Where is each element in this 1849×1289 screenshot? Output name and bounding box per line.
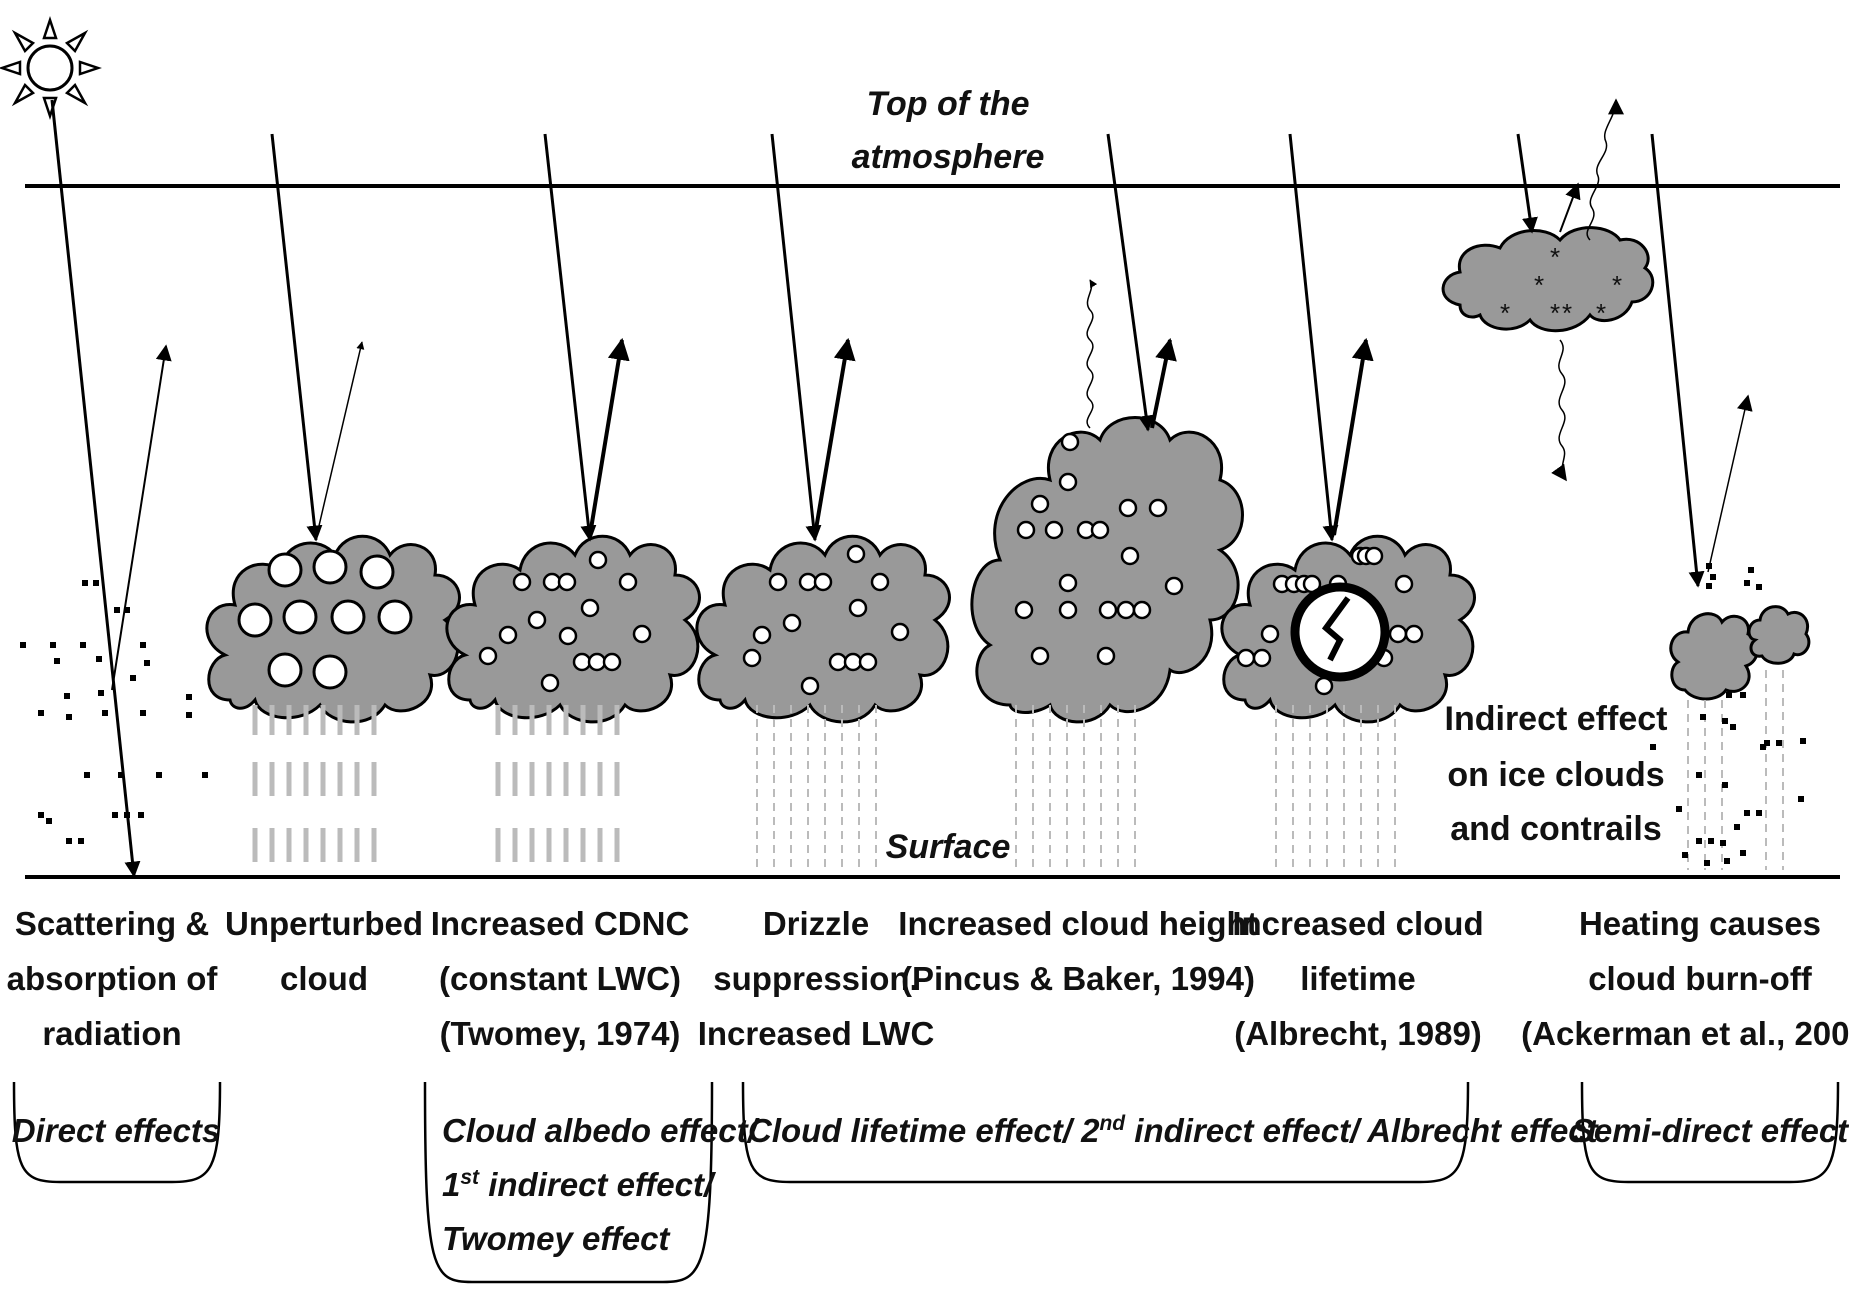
caption-cdnc-2: (constant LWC) xyxy=(439,960,681,997)
caption-scattering-2: absorption of xyxy=(7,960,219,997)
caption-heating-3: (Ackerman et al., 2000) xyxy=(1521,1015,1849,1052)
thermal-emission-down-ice xyxy=(1559,340,1566,480)
effect-albedo-3: Twomey effect xyxy=(442,1220,671,1257)
thermal-emission-up-ice xyxy=(1587,100,1616,240)
sunlight-ray-burn-off xyxy=(1652,134,1698,586)
reflected-ray-height xyxy=(1152,340,1170,428)
caption-height-1: Increased cloud height xyxy=(898,905,1257,942)
cloud-increased-lifetime xyxy=(1222,536,1475,870)
svg-text:*: * xyxy=(1534,270,1544,300)
caption-scattering-1: Scattering & xyxy=(15,905,209,942)
reflected-ray-drizzle xyxy=(815,340,848,535)
svg-text:*: * xyxy=(1612,270,1622,300)
cloud-increased-cdnc xyxy=(447,536,700,862)
clock-icon xyxy=(1295,587,1385,677)
toa-label-line2: atmosphere xyxy=(852,138,1045,176)
caption-unperturbed-1: Unperturbed xyxy=(225,905,423,942)
ice-note-line1: Indirect effect xyxy=(1445,700,1668,738)
caption-heating-2: cloud burn-off xyxy=(1588,960,1813,997)
caption-cdnc-1: Increased CDNC xyxy=(431,905,690,942)
reflected-ray-unperturbed xyxy=(318,342,362,530)
cloud-increased-height xyxy=(972,418,1243,871)
superscript-nd: nd xyxy=(1099,1112,1126,1135)
caption-drizzle-2: suppression. xyxy=(713,960,918,997)
caption-unperturbed-2: cloud xyxy=(280,960,368,997)
effect-albedo-2: 1st indirect effect/ xyxy=(442,1166,717,1203)
ice-cloud: * * * * * * * xyxy=(1443,228,1653,331)
sunlight-ray-ice xyxy=(1518,134,1532,232)
aerosol-particles-direct xyxy=(20,580,208,844)
sunlight-ray-height xyxy=(1108,134,1148,430)
sunlight-ray-drizzle xyxy=(772,134,815,540)
caption-cdnc-3: (Twomey, 1974) xyxy=(440,1015,681,1052)
ice-note-line3: and contrails xyxy=(1450,810,1662,848)
superscript-st: st xyxy=(460,1166,480,1189)
effect-semidirect: Semi-direct effect xyxy=(1572,1112,1849,1149)
svg-text:*: * xyxy=(1550,242,1560,272)
caption-drizzle-1: Drizzle xyxy=(763,905,869,942)
thermal-emission-wavy-arrow-height xyxy=(1087,280,1093,428)
caption-lifetime-2: lifetime xyxy=(1300,960,1416,997)
effect-direct: Direct effects xyxy=(12,1112,221,1149)
svg-text:*: * xyxy=(1596,298,1606,328)
surface-label: Surface xyxy=(886,828,1011,866)
reflected-ray-burn-off xyxy=(1708,396,1748,572)
cloud-unperturbed xyxy=(207,536,460,862)
svg-text:*: * xyxy=(1550,298,1560,328)
effect-labels: Direct effects Cloud albedo effect/ 1st … xyxy=(12,1112,1849,1257)
caption-scattering-3: radiation xyxy=(42,1015,181,1052)
svg-text:*: * xyxy=(1562,298,1572,328)
effect-albedo-1: Cloud albedo effect/ xyxy=(442,1112,761,1149)
sun-icon xyxy=(2,20,98,116)
sunlight-ray-direct xyxy=(52,100,134,876)
cloud-drizzle-suppression xyxy=(697,536,950,870)
effect-lifetime: Cloud lifetime effect/ 2nd indirect effe… xyxy=(748,1112,1600,1149)
sunlight-ray-unperturbed xyxy=(272,134,316,540)
reflected-ray-ice xyxy=(1560,184,1578,232)
ice-note-line2: on ice clouds xyxy=(1447,756,1664,794)
reflected-ray-cdnc xyxy=(590,340,622,535)
svg-text:*: * xyxy=(1500,298,1510,328)
small-clouds-burn-off xyxy=(1650,563,1809,870)
caption-lifetime-1: Increased cloud xyxy=(1232,905,1483,942)
reflected-ray-lifetime xyxy=(1334,340,1366,535)
process-captions: Scattering & absorption of radiation Unp… xyxy=(7,905,1849,1052)
sunlight-ray-lifetime xyxy=(1290,134,1332,540)
caption-height-2: (Pincus & Baker, 1994) xyxy=(901,960,1255,997)
caption-lifetime-3: (Albrecht, 1989) xyxy=(1234,1015,1482,1052)
sunlight-ray-cdnc xyxy=(545,134,590,540)
scattered-ray-direct xyxy=(112,346,166,690)
toa-label-line1: Top of the xyxy=(866,85,1029,123)
caption-drizzle-3: Increased LWC xyxy=(698,1015,935,1052)
caption-heating-1: Heating causes xyxy=(1579,905,1821,942)
